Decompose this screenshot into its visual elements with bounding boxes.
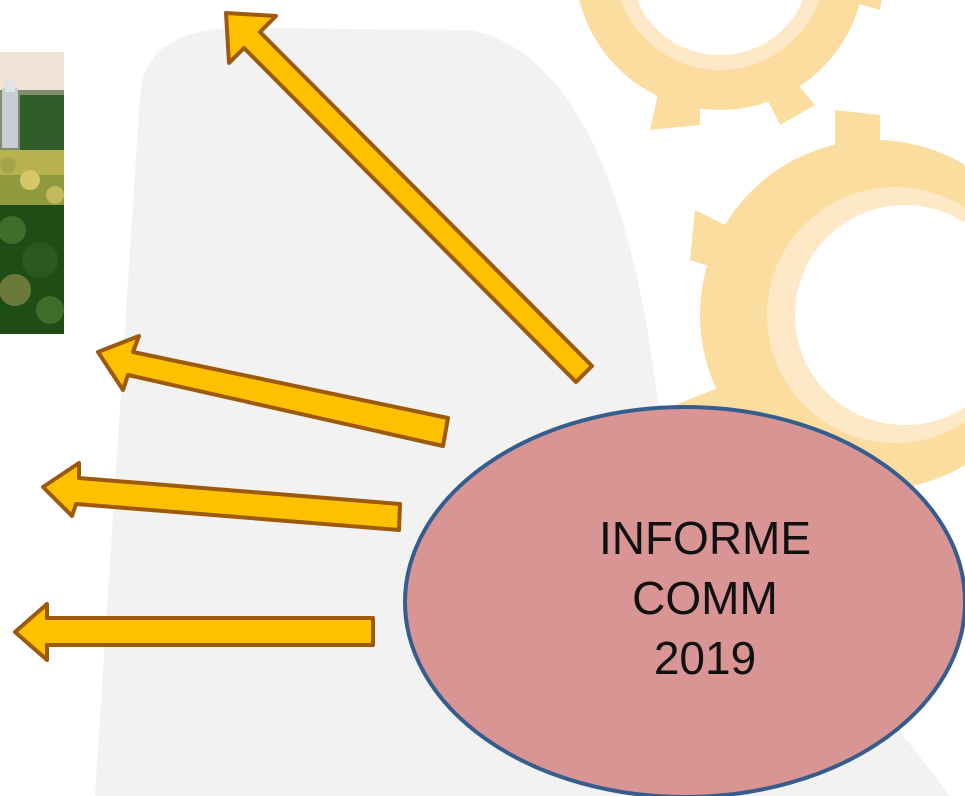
landscape-photo [0,52,64,334]
central-label: INFORME COMM 2019 [560,508,850,688]
gear-icon [579,0,965,490]
central-ellipse [403,405,965,796]
arrow-upper-left [96,334,450,448]
central-label-line-1: INFORME [598,512,812,564]
arrow-diagonal [224,11,594,384]
central-label-line-2: COMM [632,572,778,624]
arrow-middle-left [41,461,402,532]
central-label-line-3: 2019 [653,632,757,684]
arrow-lower-left [13,602,375,662]
